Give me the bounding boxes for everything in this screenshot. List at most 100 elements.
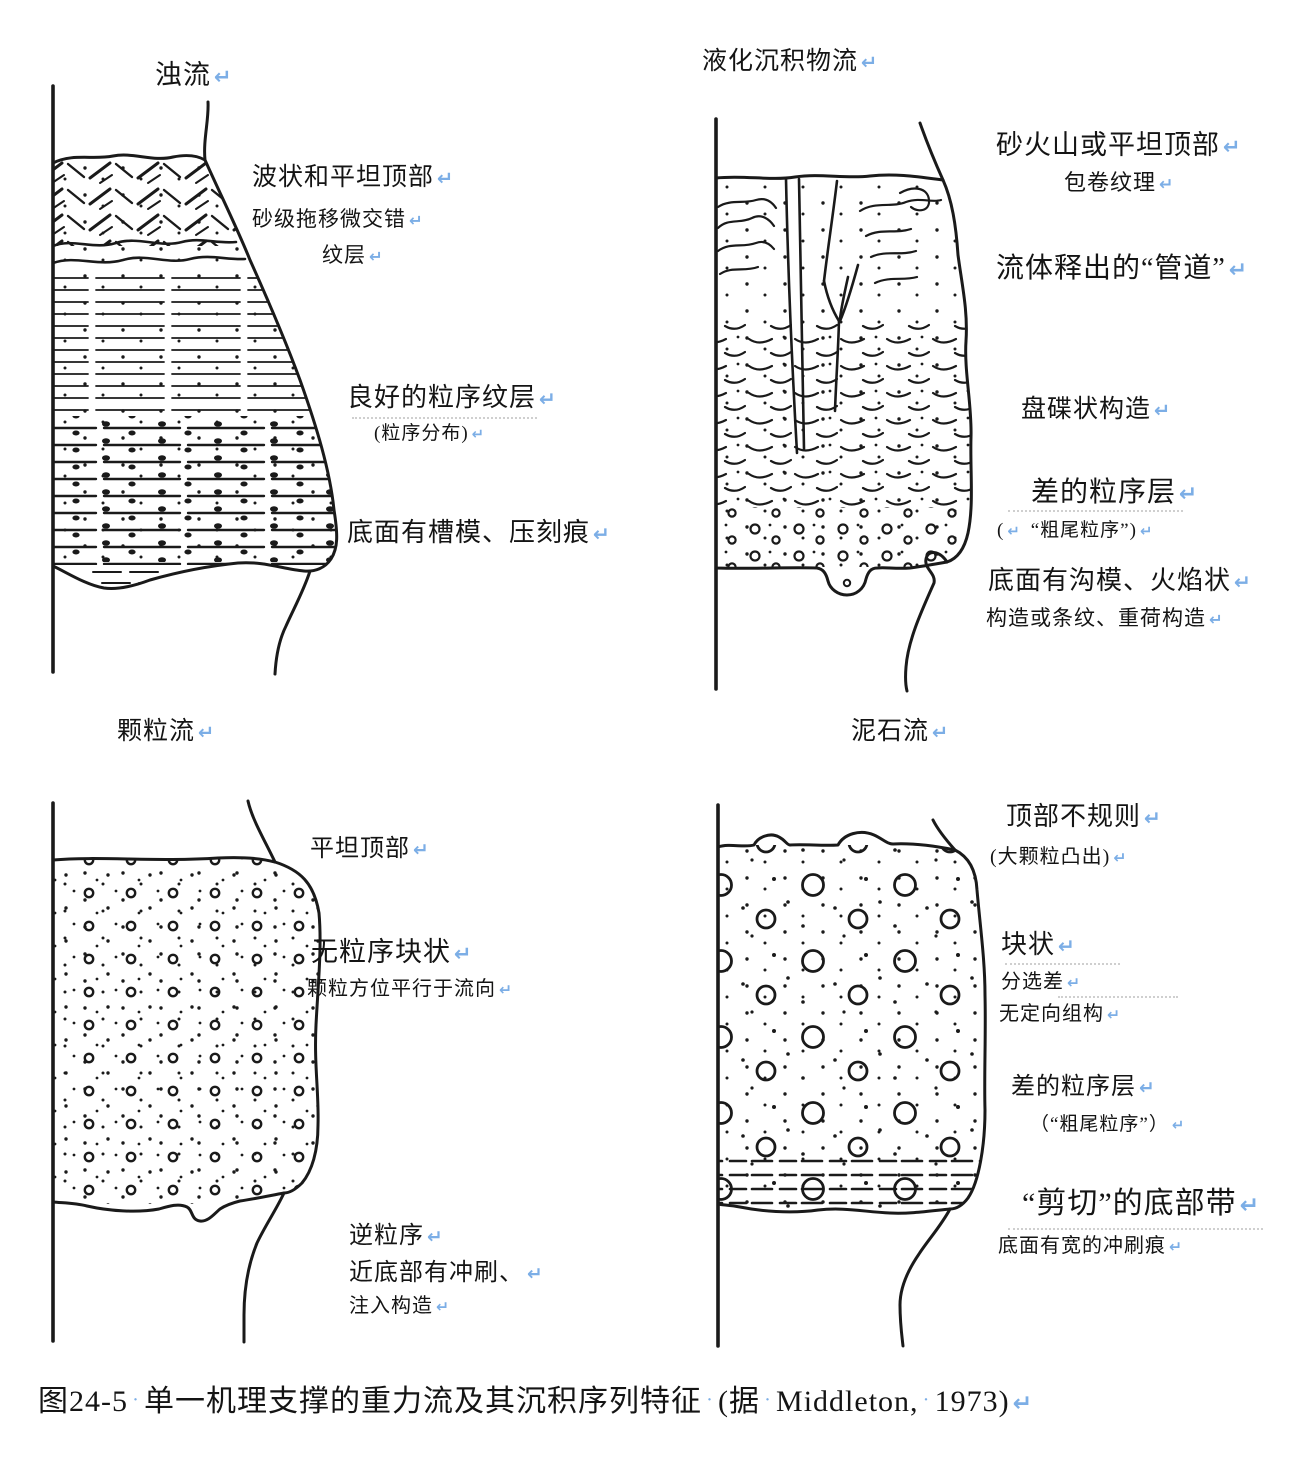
panel-title-turbidity: 浊流↵ — [155, 60, 233, 90]
label-good-graded-bedding: 良好的粒序纹层↵ — [347, 383, 557, 412]
convolute-laminae — [716, 187, 943, 285]
figure-caption: 图24-5·单一机理支撑的重力流及其沉积序列特征·(据·Middleton,·1… — [38, 1385, 1033, 1419]
title-text: 泥石流 — [851, 718, 930, 745]
label-text: 分选差 — [1001, 971, 1064, 993]
return-mark-icon: ↵ — [1067, 974, 1082, 992]
label-fluid-escape-pipes: 流体释出的“管道”↵ — [996, 253, 1248, 284]
return-mark-icon: ↵ — [1209, 610, 1224, 629]
space-mark-icon: · — [707, 1392, 714, 1409]
label-protruding-clasts: (大颗粒凸出)↵ — [990, 846, 1127, 868]
load-lobe-grain — [842, 578, 852, 588]
return-mark-icon: ↵ — [593, 522, 611, 546]
debris-flow-column-drawing — [716, 803, 987, 1348]
label-text: 逆粒序 — [349, 1223, 424, 1249]
deposit-outline — [51, 153, 339, 590]
space-mark-icon: · — [765, 1392, 772, 1409]
label-grain-orientation: 颗粒方位平行于流向↵ — [307, 978, 513, 1000]
return-mark-icon: ↵ — [539, 387, 557, 411]
space-mark-icon: · — [923, 1392, 930, 1409]
return-mark-icon: ↵ — [932, 721, 950, 744]
return-mark-icon: ↵ — [1179, 482, 1199, 507]
label-text: 良好的粒序纹层 — [347, 383, 537, 412]
return-mark-icon: ↵ — [436, 1298, 451, 1316]
label-text: 构造或条纹、重荷构造 — [986, 606, 1206, 630]
scan-artifact-dotted-line — [1058, 996, 1178, 998]
deposit-outline — [51, 856, 322, 1223]
panel-title-debris-flow: 泥石流↵ — [851, 718, 949, 746]
return-mark-icon: ↵ — [471, 426, 486, 443]
scan-artifact-dotted-line — [1008, 1228, 1263, 1230]
label-coarse-tail-grading: （“粗尾粒序”）↵ — [1030, 1114, 1185, 1135]
label-text: 差的粒序层 — [1011, 1074, 1136, 1100]
return-mark-icon: ↵ — [1234, 570, 1252, 594]
label-load-structures: 构造或条纹、重荷构造↵ — [986, 606, 1224, 631]
return-mark-icon: ↵ — [1012, 1389, 1034, 1417]
return-mark-icon: ↵ — [1239, 1191, 1261, 1219]
label-text: 底面有沟模、火焰状 — [988, 566, 1232, 595]
return-mark-icon: ↵ — [861, 51, 879, 74]
label-text: 注入构造 — [349, 1295, 433, 1317]
label-sheared-basal-zone: “剪切”的底部带↵ — [1022, 1187, 1260, 1221]
return-mark-icon: ↵ — [454, 941, 473, 966]
label-text: 底面有宽的冲刷痕 — [998, 1235, 1166, 1257]
fluid-escape-pipes — [784, 177, 860, 455]
caption-source-open: (据 — [718, 1385, 761, 1418]
label-groove-flame-marks: 底面有沟模、火焰状↵ — [988, 566, 1252, 595]
label-text: (大颗粒凸出) — [990, 846, 1111, 868]
label-text: 无粒序块状 — [311, 937, 451, 967]
label-injection-structures: 注入构造↵ — [349, 1295, 450, 1317]
turbidity-textures — [53, 155, 337, 584]
label-coarse-tail-grading: (↵“粗尾粒序”)↵ — [997, 520, 1153, 541]
label-text: 平坦顶部 — [310, 836, 410, 862]
label-poor-sorting: 分选差↵ — [1001, 971, 1081, 993]
label-dish-structure: 盘碟状构造↵ — [1021, 396, 1171, 424]
label-flat-top: 平坦顶部↵ — [310, 836, 430, 863]
label-text: 块状 — [1001, 930, 1056, 959]
scan-artifact-dotted-line — [1008, 510, 1183, 512]
return-mark-icon: ↵ — [409, 211, 424, 230]
label-flute-tool-marks: 底面有槽模、压刻痕↵ — [347, 518, 611, 547]
label-lamination-cont: 纹层↵ — [322, 243, 384, 268]
scan-artifact-dotted-line — [1005, 963, 1120, 965]
label-massive: 块状↵ — [1001, 930, 1076, 959]
return-mark-icon: ↵ — [427, 1227, 444, 1248]
label-text: ( — [997, 520, 1005, 541]
label-reverse-grading: 逆粒序↵ — [349, 1223, 444, 1250]
margin-curve-top — [203, 100, 210, 162]
turbidity-column-drawing — [51, 84, 339, 676]
return-mark-icon: ↵ — [1223, 134, 1242, 159]
label-sand-volcano-flat-top: 砂火山或平坦顶部↵ — [996, 130, 1242, 160]
return-mark-icon: ↵ — [1144, 806, 1162, 830]
return-mark-icon: ↵ — [214, 64, 233, 89]
margin-curve-top — [246, 799, 277, 864]
margin-curve-bottom — [242, 1191, 286, 1344]
wavy-bed-boundary — [51, 238, 238, 248]
liquefied-textures — [716, 178, 970, 568]
label-sand-cross-lamination: 砂级拖移微交错↵ — [252, 207, 424, 232]
title-text: 浊流 — [155, 60, 211, 90]
debris-flow-textures — [718, 845, 986, 1211]
return-mark-icon: ↵ — [1159, 175, 1175, 195]
label-text: “剪切”的底部带 — [1022, 1187, 1237, 1220]
caption-title-text: 单一机理支撑的重力流及其沉积序列特征 — [144, 1385, 703, 1418]
return-mark-icon: ↵ — [1169, 1238, 1184, 1256]
label-text: “粗尾粒序”) — [1030, 520, 1137, 541]
margin-curve-bottom — [273, 569, 312, 676]
scan-artifact-dotted-line — [352, 417, 537, 419]
return-mark-icon: ↵ — [369, 247, 384, 266]
label-text: 流体释出的“管道” — [996, 253, 1226, 284]
label-poor-grading: 差的粒序层↵ — [1011, 1074, 1156, 1101]
label-no-fabric: 无定向组构↵ — [999, 1003, 1121, 1025]
caption-figure-number: 图24-5 — [38, 1385, 128, 1418]
deposit-outline — [714, 173, 973, 597]
return-mark-icon: ↵ — [1058, 934, 1076, 958]
label-convolute-lamination: 包卷纹理↵ — [1064, 170, 1175, 196]
return-mark-icon: ↵ — [1228, 258, 1249, 283]
caption-source-name: Middleton, — [776, 1385, 919, 1418]
label-text: （“粗尾粒序”） — [1030, 1114, 1169, 1135]
return-mark-icon: ↵ — [198, 721, 216, 744]
grain-flow-column-drawing — [51, 799, 322, 1344]
return-mark-icon: ↵ — [437, 167, 455, 190]
return-mark-icon: ↵ — [1171, 1117, 1186, 1134]
label-text: 顶部不规则 — [1006, 802, 1142, 831]
